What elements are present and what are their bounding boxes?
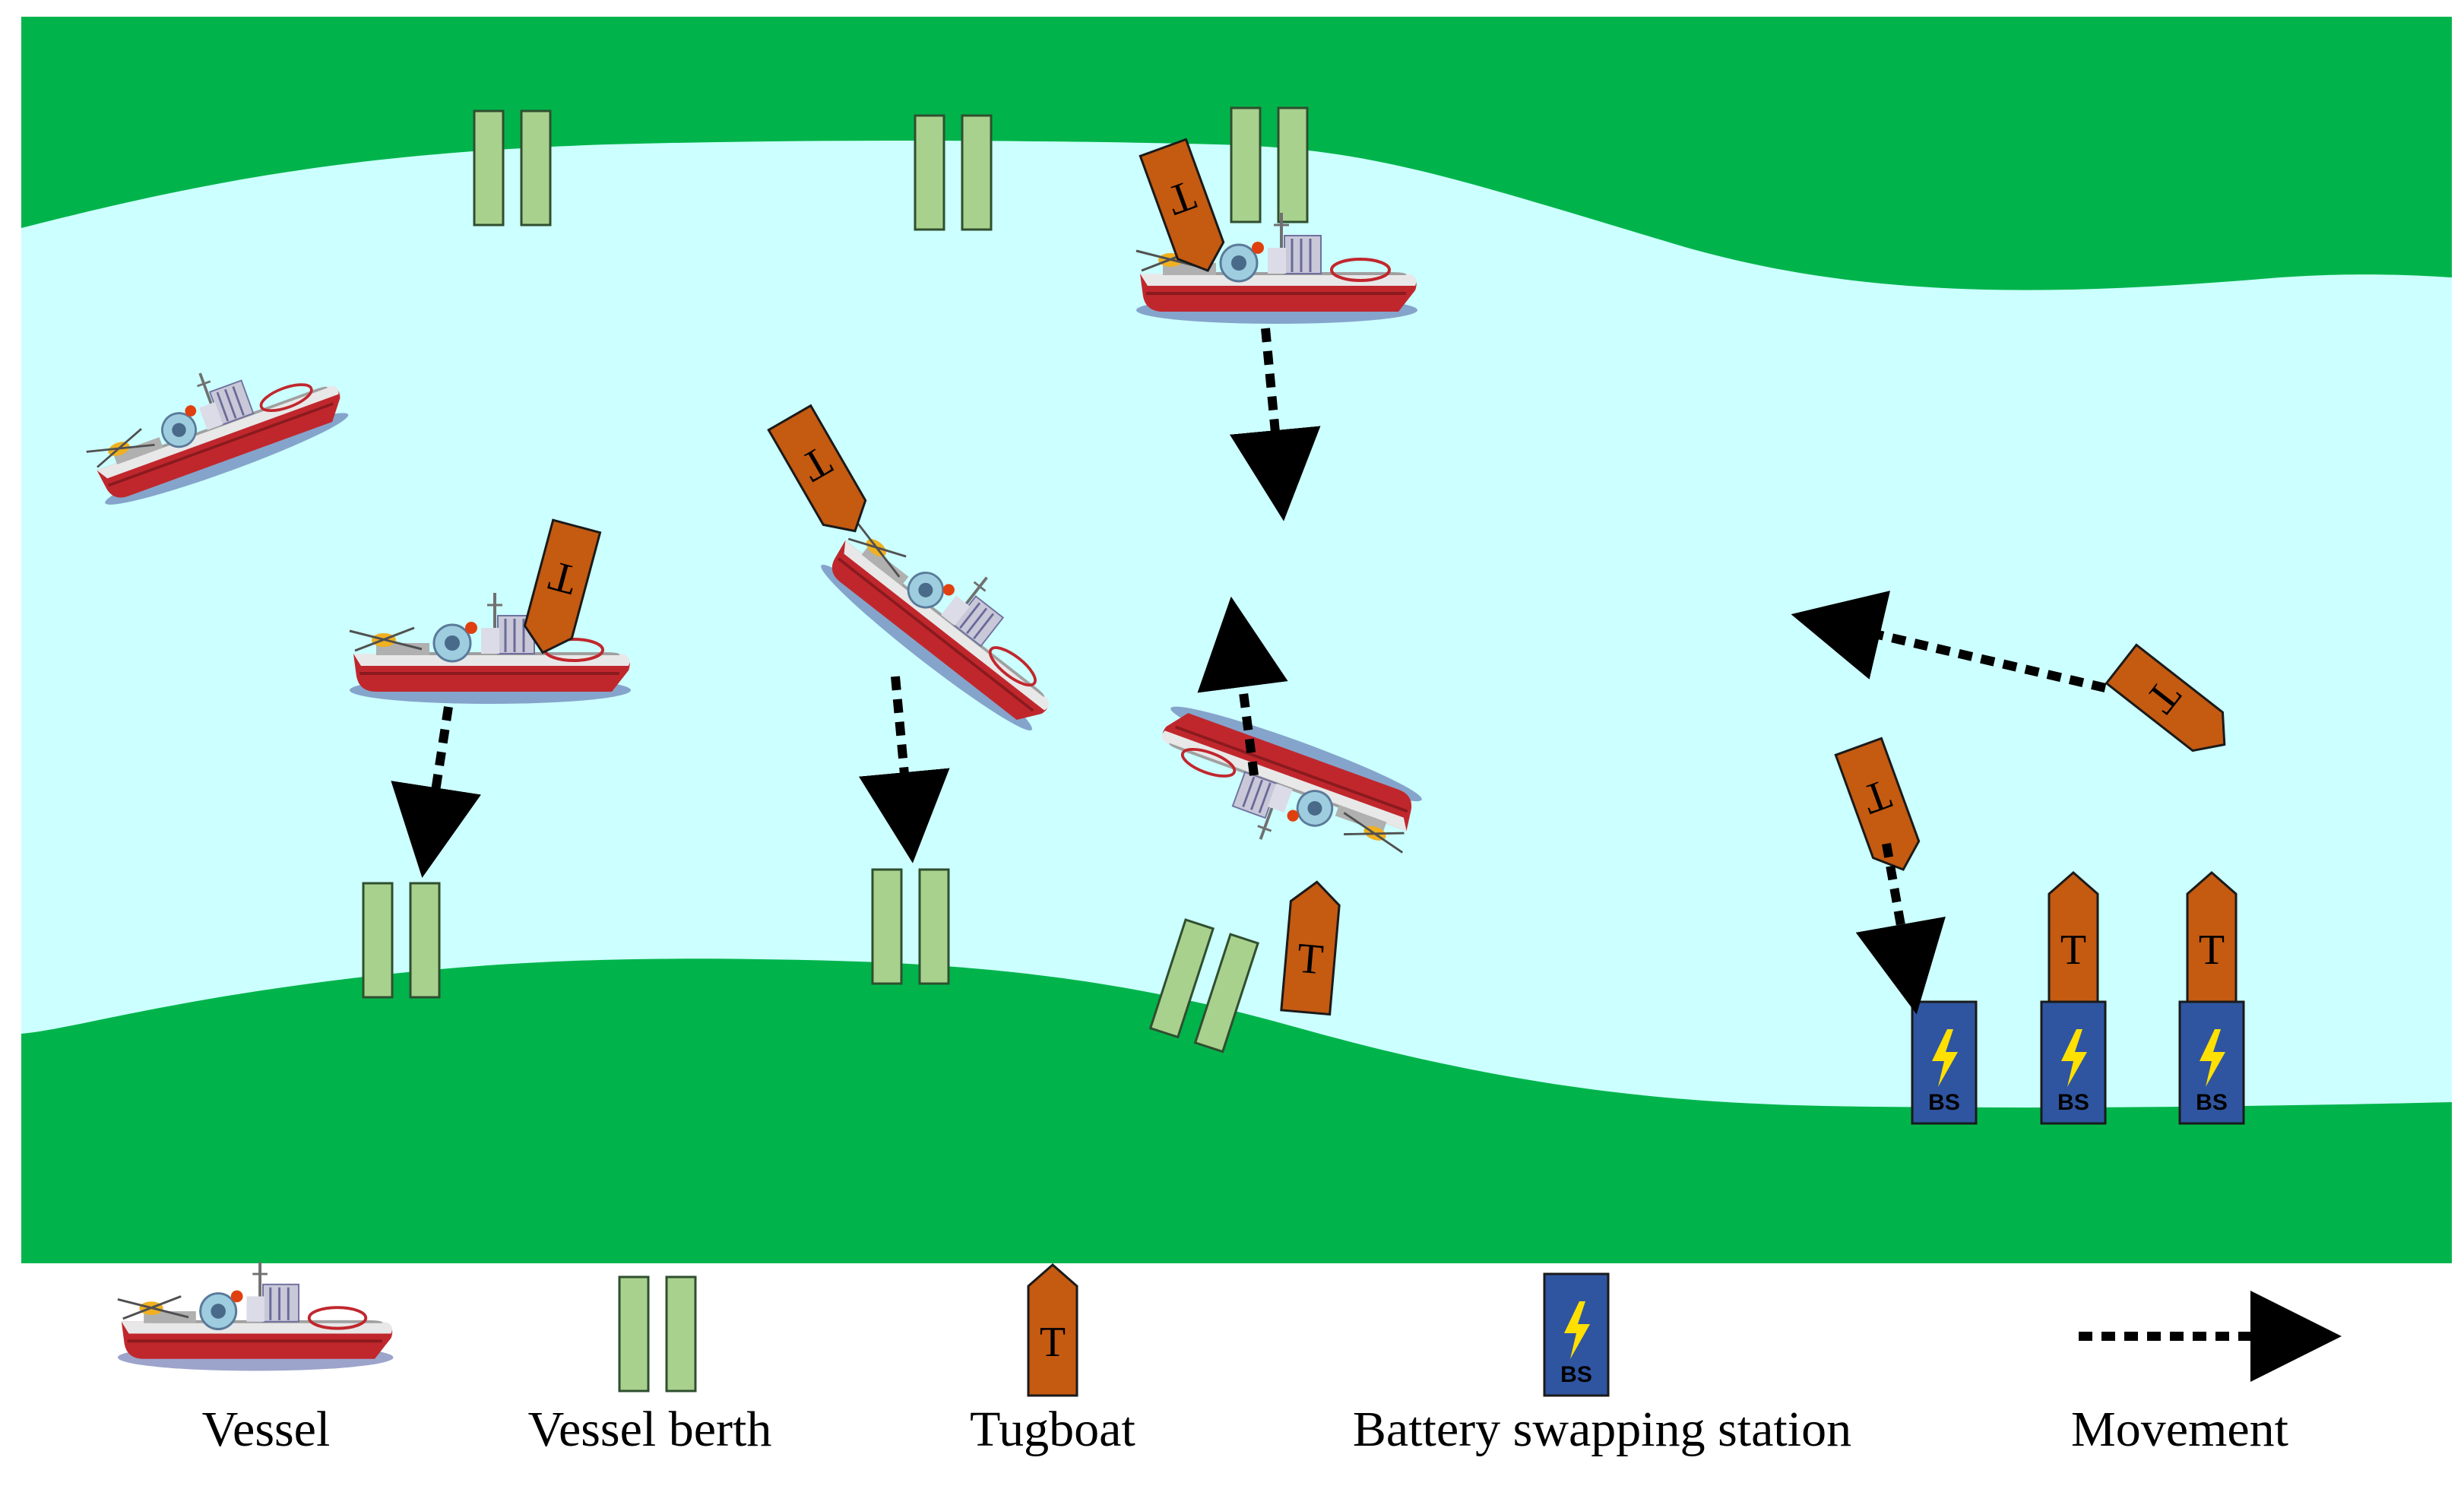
tugboat: T xyxy=(2048,871,2099,1005)
battery-swapping-station: BS xyxy=(2178,1000,2245,1125)
svg-text:T: T xyxy=(2199,927,2225,974)
svg-text:BS: BS xyxy=(1928,1090,1960,1115)
battery-swapping-station: BS xyxy=(1911,1000,1978,1125)
svg-text:BS: BS xyxy=(2057,1090,2089,1115)
svg-text:BS: BS xyxy=(2196,1090,2228,1115)
legend: Vessel Vessel berth T Tugboat BS Battery… xyxy=(116,1260,2342,1457)
battery-swapping-station: BS xyxy=(2040,1000,2107,1125)
tugboat: T xyxy=(1139,138,1232,280)
legend-label-vessel: Vessel xyxy=(202,1402,331,1457)
svg-text:T: T xyxy=(1295,935,1325,984)
svg-text:BS: BS xyxy=(1560,1362,1592,1387)
movement-arrow xyxy=(1791,591,2107,692)
battery-station-icon: BS xyxy=(1543,1272,1610,1397)
movement-arrow xyxy=(1197,596,1288,776)
legend-label-battery-station: Battery swapping station xyxy=(1353,1402,1851,1457)
tugboat: T xyxy=(2105,643,2241,765)
tugboat: T xyxy=(518,518,602,661)
movement-arrow xyxy=(391,706,481,878)
legend-label-tugboat: Tugboat xyxy=(970,1402,1135,1457)
tugboat: T xyxy=(1280,879,1343,1016)
legend-label-berth: Vessel berth xyxy=(528,1402,772,1457)
movement-arrow xyxy=(1855,842,1946,1015)
tugboat: T xyxy=(2186,871,2238,1005)
tugboat: T xyxy=(1834,737,1927,879)
svg-text:T: T xyxy=(2060,927,2086,974)
tugboat-icon: T xyxy=(1027,1263,1078,1397)
vessel-icon xyxy=(116,1260,395,1373)
tugboat: T xyxy=(767,404,878,545)
movement-arrow xyxy=(1230,328,1321,521)
berth-icon xyxy=(618,1275,697,1393)
legend-label-movement: Movement xyxy=(2071,1402,2288,1457)
svg-text:T: T xyxy=(1040,1319,1066,1366)
movement-arrow xyxy=(859,676,950,863)
